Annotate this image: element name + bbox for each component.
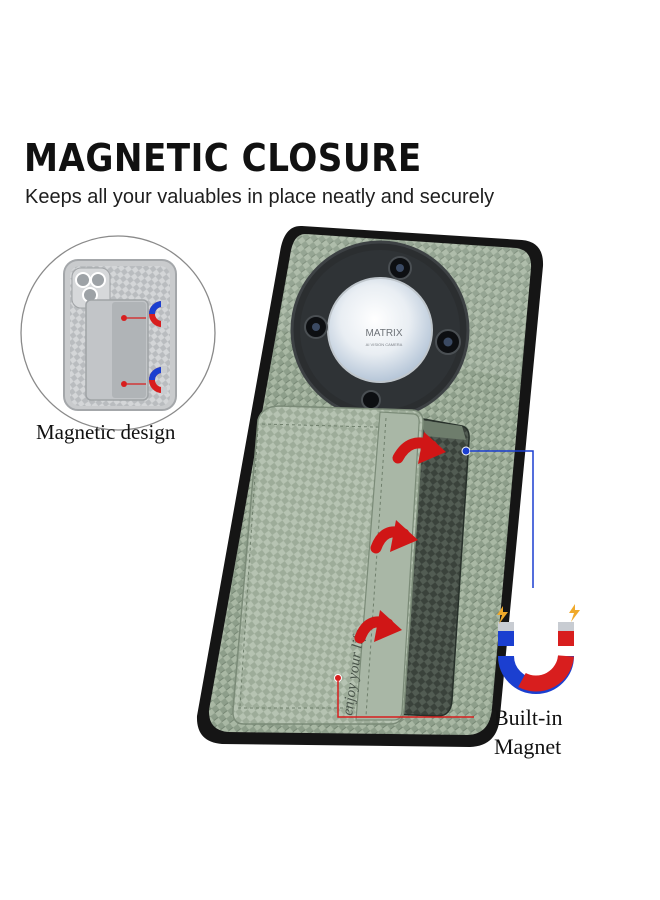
- flap-arrow-middle: [370, 520, 418, 554]
- camera-brand: MATRIX: [365, 328, 402, 339]
- built-in-magnet-point-card: [334, 674, 342, 682]
- built-in-magnet-point-flap: [461, 446, 471, 456]
- magnet-icon-large: [497, 604, 580, 694]
- headline: MAGNETIC CLOSURE: [24, 136, 422, 180]
- built-in-magnet-label: Built-in Magnet: [494, 703, 562, 761]
- main-camera-lens: [327, 277, 433, 383]
- magnetic-design-label: Magnetic design: [36, 420, 176, 444]
- flap-arrow-top: [392, 432, 446, 464]
- magnet-point-upper: [121, 315, 127, 321]
- subline: Keeps all your valuables in place neatly…: [25, 186, 495, 208]
- phone-case: MATRIX AI VISION CAMERA enjoy your life: [196, 225, 544, 747]
- blue-leader-line: [470, 450, 534, 588]
- magnetic-design-inset: [20, 235, 216, 431]
- built-in-magnet-label-line1: Built-in: [494, 705, 563, 730]
- camera-subtext: AI VISION CAMERA: [366, 342, 403, 347]
- magnet-icon-small-lower: [149, 366, 167, 394]
- flap-arrow-bottom: [354, 610, 402, 644]
- camera-module: MATRIX AI VISION CAMERA: [290, 240, 470, 420]
- built-in-magnet-label-line2: Magnet: [494, 734, 562, 759]
- magnet-icon-small-upper: [149, 300, 167, 328]
- red-leader-line: [337, 681, 474, 718]
- card-wallet: enjoy your life: [232, 405, 424, 725]
- magnet-point-lower: [121, 381, 127, 387]
